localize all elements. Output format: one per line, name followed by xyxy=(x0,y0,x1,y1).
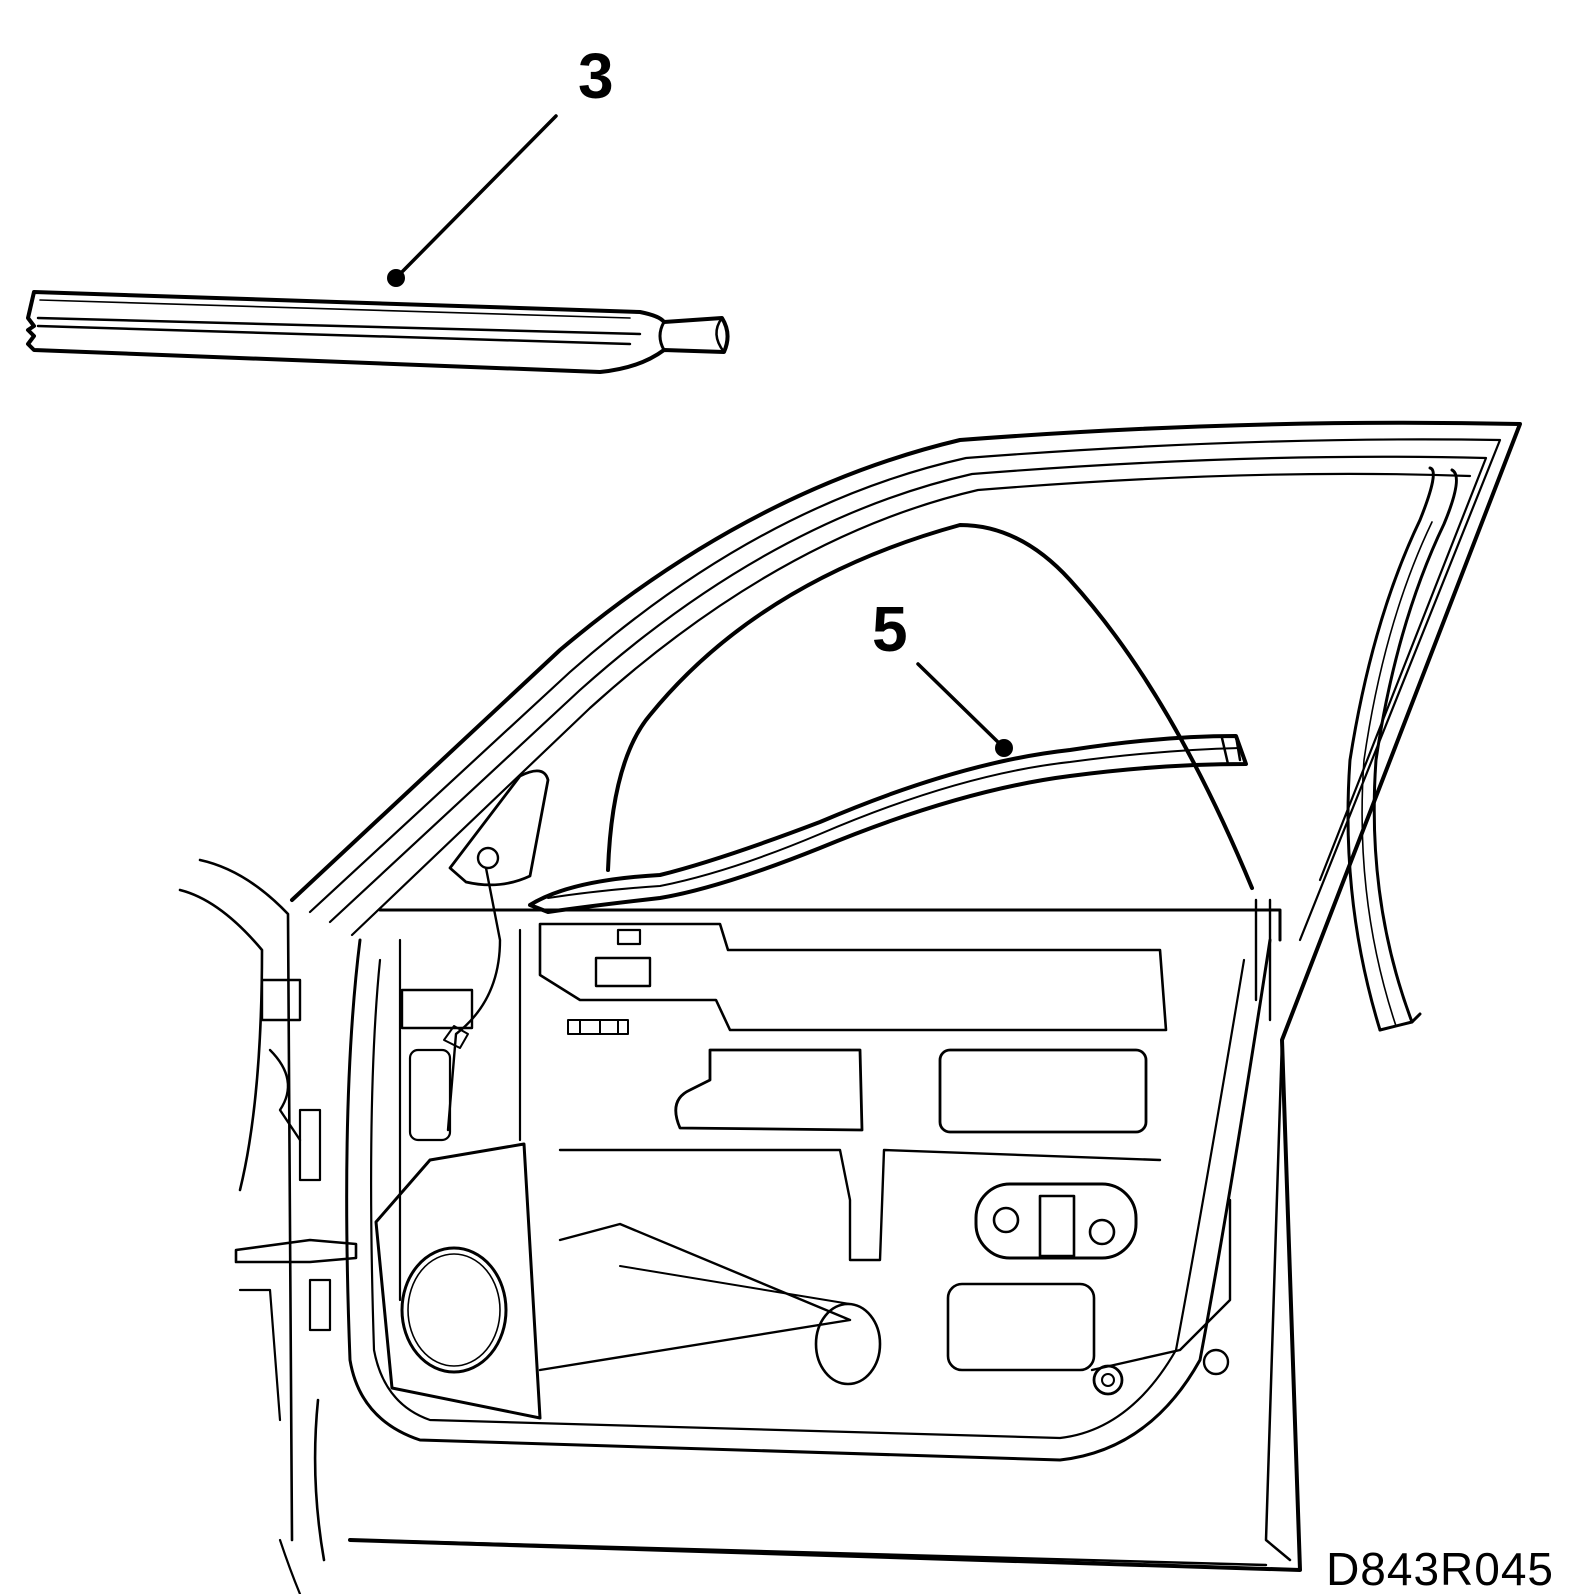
weatherstrip-part-5 xyxy=(528,734,1248,914)
door-frame xyxy=(290,420,1522,1572)
figure-code: D843R045 xyxy=(1326,1543,1554,1595)
leader-line-5 xyxy=(916,662,1002,746)
inner-door-panel xyxy=(345,769,1282,1462)
hinge-pillar xyxy=(178,858,358,1594)
window-glass-outline xyxy=(606,523,1254,890)
leader-line-3 xyxy=(396,114,558,278)
rear-seal-strip xyxy=(1346,466,1458,1032)
callout-label-5: 5 xyxy=(872,593,908,665)
leader-dot-5 xyxy=(995,739,1013,757)
weatherstrip-part-3 xyxy=(26,290,730,374)
leader-dot-3 xyxy=(387,269,405,287)
callout-label-3: 3 xyxy=(578,40,614,112)
